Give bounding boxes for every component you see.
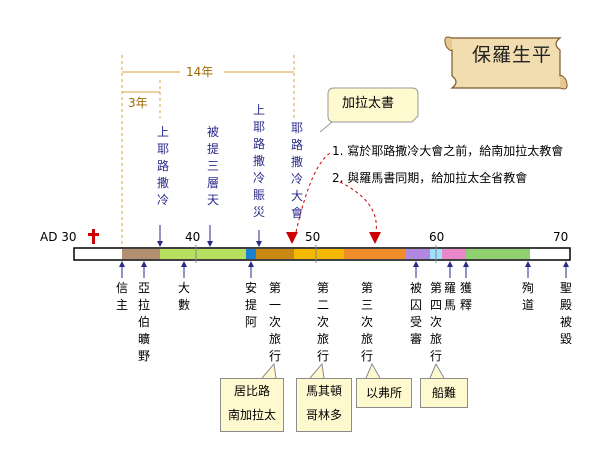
- epistle-marker: [369, 232, 381, 244]
- event-third-heaven: 被提三層天: [206, 125, 219, 207]
- event-journey-1: 第一次旅行: [268, 281, 281, 363]
- book-callout-shape: [319, 87, 419, 133]
- axis-ad30: AD 30: [40, 230, 77, 244]
- event-temple-destroyed: 聖殿被毀: [559, 281, 572, 346]
- note1-arrow: [295, 151, 333, 233]
- callout-journey-2: 馬其頓 哥林多: [296, 378, 352, 432]
- top-arrows: [157, 225, 262, 247]
- event-jerusalem-visit: 上耶路撒冷: [156, 125, 169, 207]
- callout-journey-3: 以弗所: [356, 378, 412, 408]
- note-1: 1. 寫於耶路撒冷大會之前，給南加拉太教會: [332, 144, 564, 158]
- note-2: 2. 與羅馬書同期，給加拉太全省教會: [332, 171, 528, 185]
- axis-70: 70: [553, 230, 569, 244]
- axis-40: 40: [185, 230, 201, 244]
- callout-journey-1: 居比路 南加拉太: [220, 378, 284, 432]
- event-arabia: 亞拉伯曠野: [137, 281, 150, 363]
- event-antioch: 安提阿: [244, 281, 257, 329]
- event-martyred: 殉道: [521, 281, 534, 312]
- title-scroll: [444, 36, 568, 90]
- event-famine-relief: 上耶路撒冷賑災: [252, 103, 265, 219]
- span-14-years: 14年: [186, 65, 214, 79]
- event-imprisoned: 被囚受審: [409, 281, 422, 346]
- event-rome: 羅馬: [443, 281, 456, 312]
- callout-journey-2-line1: 馬其頓: [305, 384, 342, 398]
- event-journey-3: 第三次旅行: [360, 281, 373, 363]
- timeline-bar: [73, 245, 571, 263]
- event-conversion: 信主: [115, 281, 128, 312]
- callout-journey-1-line1: 居比路: [233, 384, 270, 398]
- span-3-years: 3年: [128, 96, 148, 110]
- event-journey-4: 第四次旅行: [429, 281, 442, 363]
- callout-journey-2-line2: 哥林多: [305, 408, 342, 422]
- event-tarsus: 大數: [177, 281, 190, 312]
- axis-50: 50: [305, 230, 321, 244]
- event-released: 獲釋: [459, 281, 472, 312]
- event-council: 耶路撒冷大會: [290, 121, 303, 220]
- callout-shipwreck: 船難: [420, 378, 468, 408]
- callout-pointers: [261, 362, 445, 379]
- council-marker: [286, 232, 298, 244]
- bottom-arrows: [119, 261, 569, 278]
- page-title: 保羅生平: [472, 44, 553, 66]
- note2-arrow: [339, 181, 377, 233]
- year-spans: [121, 55, 295, 250]
- cross-icon: [88, 229, 99, 244]
- book-callout: 加拉太書: [342, 96, 395, 111]
- callout-journey-1-line2: 南加拉太: [227, 408, 276, 422]
- axis-60: 60: [429, 230, 445, 244]
- event-journey-2: 第二次旅行: [316, 281, 329, 363]
